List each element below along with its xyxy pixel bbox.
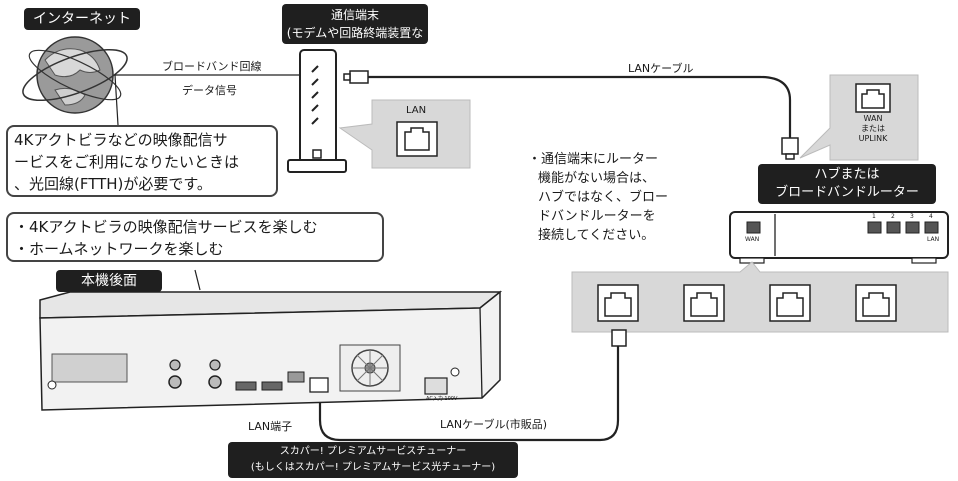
hub-port-number: 1: [872, 213, 876, 220]
hub-port-number: 3: [910, 213, 914, 220]
router-note-line: ハブではなく、ブロー: [538, 190, 669, 205]
recorder-unit-rear: [39, 290, 503, 411]
ftth-note-line: 、光回線(FTTH)が必要です。: [14, 175, 212, 193]
unit-back-tag: 本機後面: [56, 270, 162, 292]
enjoy-note-line: ・ホームネットワークを楽しむ: [14, 240, 224, 258]
hub-port-number: 4: [929, 213, 933, 220]
lan-cable-label: LANケーブル: [628, 62, 694, 75]
internet-globe-icon: [22, 36, 128, 114]
wan-port-callout: [799, 74, 919, 161]
modem-tag: 通信端末 (モデムや回路終端装置など): [282, 4, 428, 58]
skyperfect-line-1: スカパー! プレミアムサービスチューナー: [279, 446, 467, 457]
enjoy-pointer: [194, 269, 201, 291]
router-note-line: 接続してください。: [538, 228, 655, 243]
hub-tag: ハブまたは ブロードバンドルーター: [758, 164, 936, 204]
wan-uplink-label: WAN または UPLINK: [856, 114, 890, 144]
router-note-line: ドバンドルーターを: [538, 209, 656, 224]
hub-lan-ports-callout: [571, 261, 949, 333]
modem-device: [287, 49, 347, 173]
lan-port-callout: [338, 99, 471, 169]
router-note-line: 機能がない場合は、: [538, 171, 656, 186]
modem-lan-port-label: LAN: [406, 105, 427, 116]
lan-terminal-label: LAN端子: [248, 420, 293, 433]
hub-title-line-1: ハブまたは: [814, 167, 880, 182]
ftth-note-line: 4Kアクトビラなどの映像配信サ: [14, 131, 228, 149]
lan-cable-retail-label: LANケーブル(市販品): [440, 418, 548, 431]
data-signal-label: データ信号: [182, 84, 237, 97]
enjoy-note: ・4Kアクトビラの映像配信サービスを楽しむ ・ホームネットワークを楽しむ: [6, 212, 384, 262]
modem-title-line-1: 通信端末: [330, 8, 379, 22]
modem-title-line-2: (モデムや回路終端装置など): [286, 26, 424, 58]
hub-wan-label: WAN: [745, 236, 760, 243]
skyperfect-line-2: (もしくはスカパー! プレミアムサービス光チューナー): [250, 462, 496, 473]
hub-port-number: 2: [891, 213, 895, 220]
wan-label-line-3: UPLINK: [858, 134, 888, 143]
ftth-note-line: ービスをご利用になりたいときは: [14, 153, 240, 171]
ftth-note: 4Kアクトビラなどの映像配信サ ービスをご利用になりたいときは 、光回線(FTT…: [6, 125, 278, 197]
wan-label-line-1: WAN: [863, 114, 883, 123]
enjoy-note-line: ・4Kアクトビラの映像配信サービスを楽しむ: [14, 218, 318, 236]
hub-lan-label: LAN: [927, 236, 940, 243]
router-note-line: ・通信端末にルーター: [528, 152, 659, 167]
router-note: ・通信端末にルーター 機能がない場合は、 ハブではなく、ブロー ドバンドルーター…: [528, 150, 668, 245]
internet-tag: インターネット: [24, 8, 140, 30]
wan-label-line-2: または: [861, 124, 885, 133]
ac-input-label: AC入力 100V: [426, 396, 458, 402]
ftth-pointer: [114, 74, 119, 126]
skyperfect-tag: スカパー! プレミアムサービスチューナー (もしくはスカパー! プレミアムサービ…: [228, 442, 518, 478]
hub-device: [729, 211, 949, 264]
lan-cable-top: [343, 70, 799, 160]
broadband-line-label: ブロードバンド回線: [162, 60, 262, 73]
hub-title-line-2: ブロードバンドルーター: [775, 185, 919, 200]
